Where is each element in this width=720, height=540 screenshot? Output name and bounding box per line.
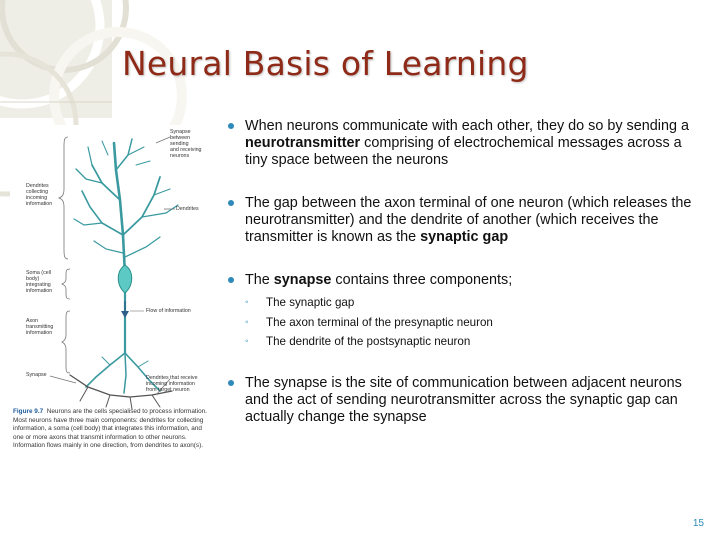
neuron-diagram (49, 136, 179, 410)
sub-bullet-dendrite: ◦The dendrite of the postsynaptic neuron (245, 335, 471, 348)
neuron-figure: Synapse between sending and receiving ne… (10, 125, 215, 480)
bullet-list: When neurons communicate with each other… (228, 118, 698, 426)
bullet-synapse-components: The synapse contains three components; (228, 272, 698, 289)
label-dendrites: Dendrites (176, 206, 199, 212)
figure-number: Figure 9.7 (13, 408, 44, 415)
bullet-dot (228, 277, 234, 283)
label-synapse-between: Synapse between sending and receiving ne… (170, 129, 202, 160)
label-flow-of-information: Flow of information (146, 308, 191, 314)
label-synapse: Synapse (26, 372, 47, 378)
bullet-dot (228, 200, 234, 206)
sub-bullet-axon-terminal: ◦The axon terminal of the presynaptic ne… (245, 315, 493, 329)
sub-bullet-ring: ◦ (245, 336, 249, 347)
label-soma: Soma (cell body) integrating information (26, 270, 53, 295)
slide-title: Neural Basis of Learning (122, 44, 529, 83)
sub-bullet-ring: ◦ (245, 297, 249, 308)
label-axon: Axon transmitting information (26, 318, 54, 337)
bullet-dot (228, 380, 234, 386)
page-number: 15 (692, 518, 704, 529)
label-dendrites-collecting: Dendrites collecting incoming informatio… (26, 183, 53, 208)
bullet-synaptic-gap: The gap between the axon terminal of one… (228, 195, 698, 246)
bullet-synapse-site: The synapse is the site of communication… (228, 375, 698, 426)
bullet-dot (228, 123, 234, 129)
figure-caption: Figure 9.7 Neurons are the cells special… (13, 408, 213, 451)
label-dendrites-receive: Dendrites that receive incoming informat… (146, 375, 198, 394)
sub-bullet-synaptic-gap: ◦The synaptic gap (245, 296, 355, 309)
bullet-neurotransmitter: When neurons communicate with each other… (228, 118, 698, 169)
figure-caption-text: Neurons are the cells specialised to pro… (13, 408, 207, 449)
sub-bullet-ring: ◦ (245, 316, 249, 328)
